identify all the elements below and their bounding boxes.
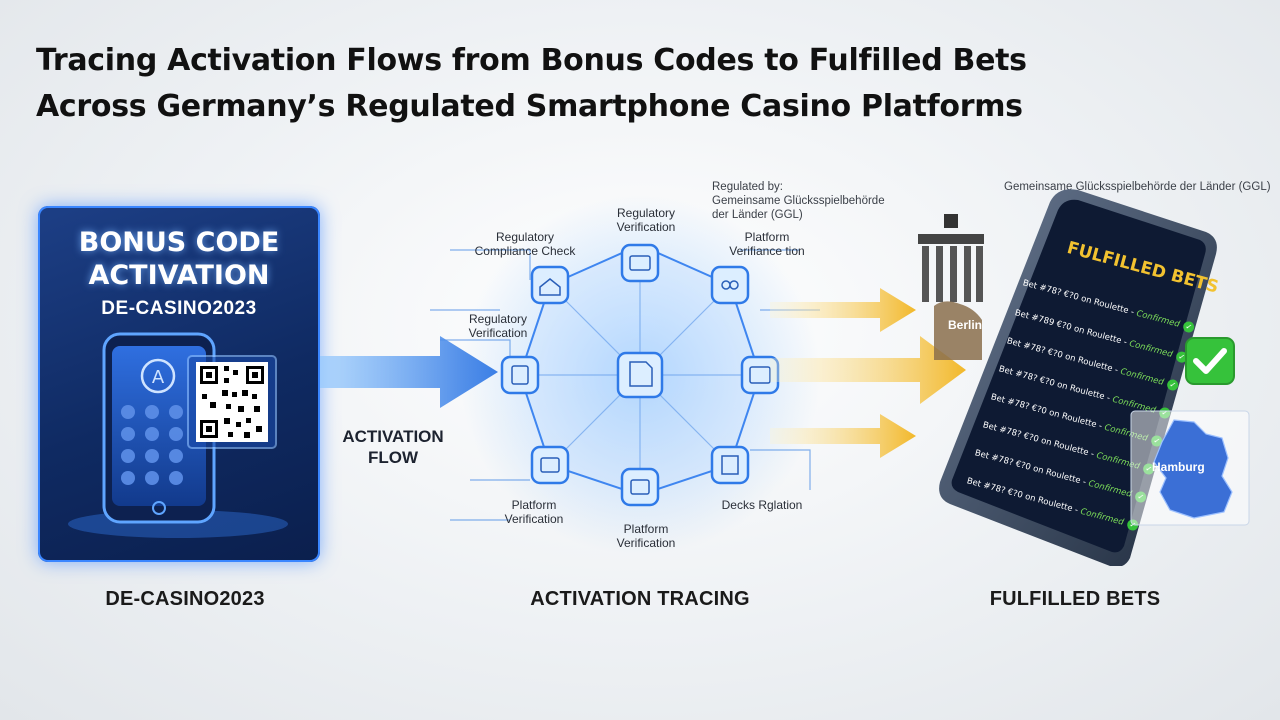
node-icon-bottom: [620, 467, 660, 507]
card-bonus-code: DE-CASINO2023: [101, 298, 257, 319]
gold-arrow-bottom: [770, 414, 916, 458]
node-label-left: Regulatory Verification: [448, 312, 548, 340]
page-title: Tracing Activation Flows from Bonus Code…: [36, 38, 1236, 130]
caption-right: FULFILLED BETS: [989, 588, 1161, 610]
activation-flow-label: ACTIVATION FLOW: [330, 426, 456, 468]
node-label-bottom-line2: Verification: [616, 536, 676, 550]
node-label-bottom-right-line1: Decks Rglation: [721, 498, 803, 512]
regulator-note-line1: Regulated by:: [712, 181, 783, 193]
node-label-left-line2: Verification: [468, 326, 528, 340]
berlin-label: Berlin: [948, 318, 983, 332]
caption-left: DE-CASINO2023: [105, 588, 265, 610]
node-label-top-left-line1: Regulatory: [495, 230, 555, 244]
regulator-note-line2: Gemeinsame Glücksspielbehörde: [712, 195, 885, 207]
svg-text:A: A: [152, 367, 165, 388]
node-icon-left: [500, 355, 540, 395]
node-label-bottom-right: Decks Rglation: [712, 498, 812, 512]
germany-map-icon: [1130, 410, 1250, 526]
flow-label-line-2: FLOW: [367, 448, 419, 467]
flow-label-line-1: ACTIVATION: [342, 427, 444, 446]
card-phone-illustration: A: [68, 332, 288, 538]
node-icon-center: [616, 351, 664, 399]
card-title-line-1: BONUS CODE: [78, 227, 280, 258]
gold-arrow-top: [770, 288, 916, 332]
green-check-icon: [1185, 337, 1235, 385]
node-label-bottom-left-line2: Verification: [504, 512, 564, 526]
node-label-top-left: Regulatory Compliance Check: [470, 230, 580, 258]
title-line-2: Across Germany’s Regulated Smartphone Ca…: [36, 89, 1023, 124]
caption-middle: ACTIVATION TRACING: [530, 588, 750, 610]
node-label-top-line1: Regulatory: [616, 206, 676, 220]
title-line-1: Tracing Activation Flows from Bonus Code…: [36, 43, 1027, 78]
hamburg-label: Hamburg: [1152, 460, 1205, 474]
node-label-bottom: Platform Verification: [596, 522, 696, 550]
fulfilled-arrows: [770, 288, 966, 458]
node-label-top-left-line2: Compliance Check: [474, 244, 576, 258]
bonus-code-card: BONUS CODE ACTIVATION DE-CASINO2023 A: [38, 206, 320, 562]
regulator-note: Regulated by: Gemeinsame Glücksspielbehö…: [712, 180, 892, 222]
node-label-bottom-left-line1: Platform: [511, 498, 557, 512]
node-icon-bottom-left: [530, 445, 570, 485]
node-icon-bottom-right: [710, 445, 750, 485]
node-label-top-right: Platform Verifiance tion: [712, 230, 822, 258]
card-title-line-2: ACTIVATION: [88, 260, 270, 291]
gold-arrow-middle: [770, 336, 966, 404]
brandenburg-gate-icon: [918, 214, 984, 360]
node-label-top-right-line2: Verifiance tion: [729, 244, 805, 258]
node-label-top-line2: Verification: [616, 220, 676, 234]
node-icon-top-left: [530, 265, 570, 305]
node-label-top: Regulatory Verification: [596, 206, 696, 234]
user-icon: [140, 358, 176, 394]
activation-network-diagram: [430, 195, 820, 555]
activation-flow-arrow: [320, 336, 498, 408]
regulator-note-line3: der Länder (GGL): [712, 209, 803, 221]
card-title: BONUS CODE ACTIVATION: [38, 226, 320, 292]
node-label-top-right-line1: Platform: [744, 230, 790, 244]
node-icon-top: [620, 243, 660, 283]
node-label-bottom-left: Platform Verification: [484, 498, 584, 526]
qr-code-icon: [196, 362, 268, 442]
node-label-left-line1: Regulatory: [468, 312, 528, 326]
node-label-bottom-line1: Platform: [623, 522, 669, 536]
